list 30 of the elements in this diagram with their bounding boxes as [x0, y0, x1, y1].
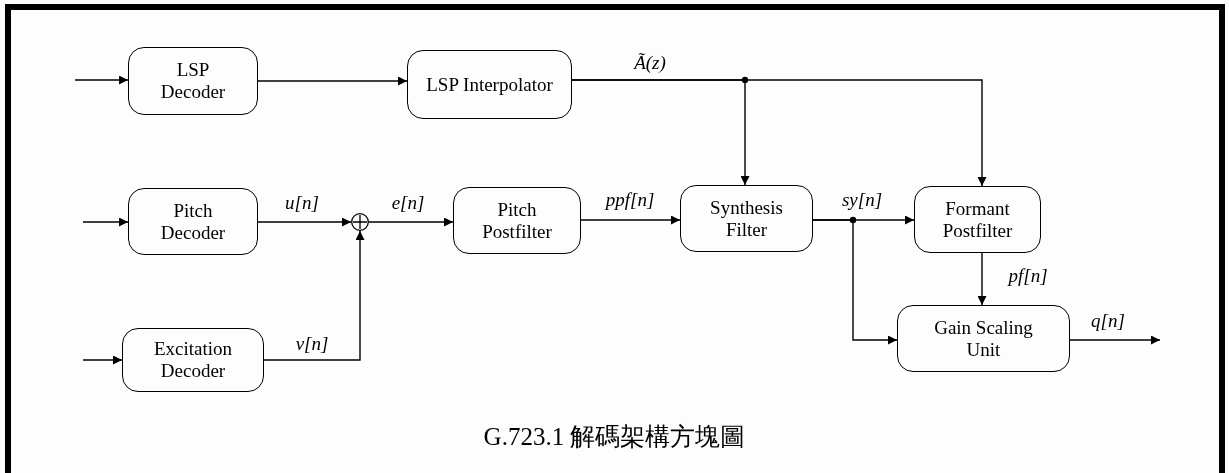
arrow [82, 217, 129, 227]
process-box: Synthesis Filter [680, 185, 813, 252]
process-box: Gain Scaling Unit [897, 305, 1070, 372]
arrow [82, 355, 123, 365]
caption: G.723.1 解碼架構方塊圖 [483, 423, 746, 450]
arrow [571, 79, 987, 187]
arrow [257, 217, 352, 227]
edge-label: ppf[n] [603, 190, 657, 210]
arrow [580, 215, 681, 225]
process-box: Excitation Decoder [122, 328, 264, 392]
summing-junction [351, 213, 369, 231]
arrow [977, 252, 987, 306]
process-box: LSP Interpolator [407, 50, 572, 119]
arrow [74, 75, 129, 85]
arrow [257, 76, 408, 86]
edge-label: e[n] [389, 193, 427, 213]
process-box: LSP Decoder [128, 47, 258, 115]
edge-label: u[n] [283, 193, 321, 213]
arrow [263, 230, 365, 361]
edge-label: pf[n] [1006, 266, 1050, 286]
process-box: Pitch Postfilter [453, 187, 581, 254]
edge-label: Ã(z) [632, 53, 668, 73]
process-box: Formant Postfilter [914, 186, 1041, 253]
arrow [1069, 335, 1161, 345]
edge-label: q[n] [1089, 311, 1127, 331]
process-box: Pitch Decoder [128, 188, 258, 255]
edge-label: v[n] [293, 334, 331, 354]
edge-label: sy[n] [839, 190, 885, 210]
arrow [368, 217, 454, 227]
arrow [812, 219, 898, 345]
